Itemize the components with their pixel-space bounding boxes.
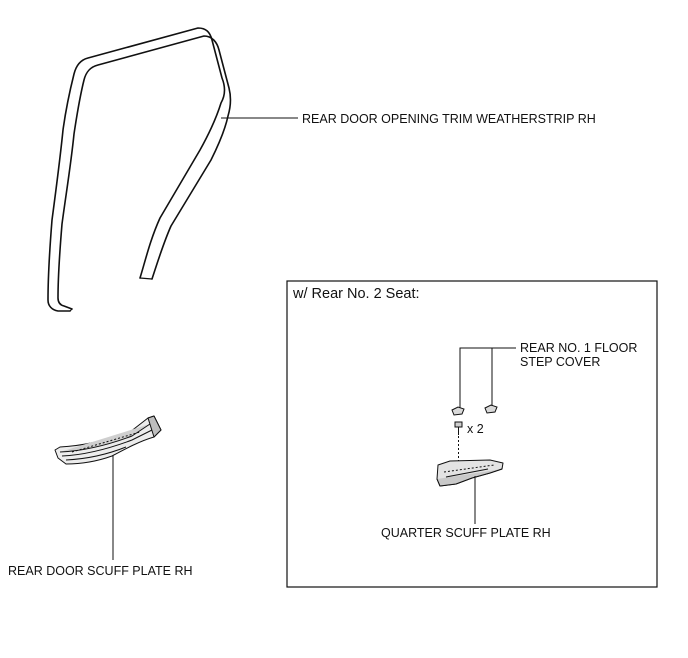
label-quarter-scuff-plate: QUARTER SCUFF PLATE RH bbox=[381, 526, 551, 540]
label-rear-door-scuff-plate: REAR DOOR SCUFF PLATE RH bbox=[8, 564, 193, 578]
inset-title: w/ Rear No. 2 Seat: bbox=[293, 286, 420, 302]
floor-step-cover-clips bbox=[451, 404, 498, 416]
rear-door-scuff-plate-drawing bbox=[54, 415, 162, 465]
screw-drawing bbox=[454, 421, 463, 435]
quarter-scuff-plate-drawing bbox=[436, 459, 504, 487]
label-floor-step-cover-line2: STEP COVER bbox=[520, 355, 601, 369]
inset-frame bbox=[286, 280, 658, 588]
label-weatherstrip: REAR DOOR OPENING TRIM WEATHERSTRIP RH bbox=[302, 112, 596, 126]
weatherstrip-drawing bbox=[47, 27, 232, 312]
label-floor-step-cover-line1: REAR NO. 1 FLOOR bbox=[520, 341, 638, 355]
label-quantity: x 2 bbox=[467, 422, 484, 436]
floor-step-cover-leader bbox=[459, 347, 493, 408]
